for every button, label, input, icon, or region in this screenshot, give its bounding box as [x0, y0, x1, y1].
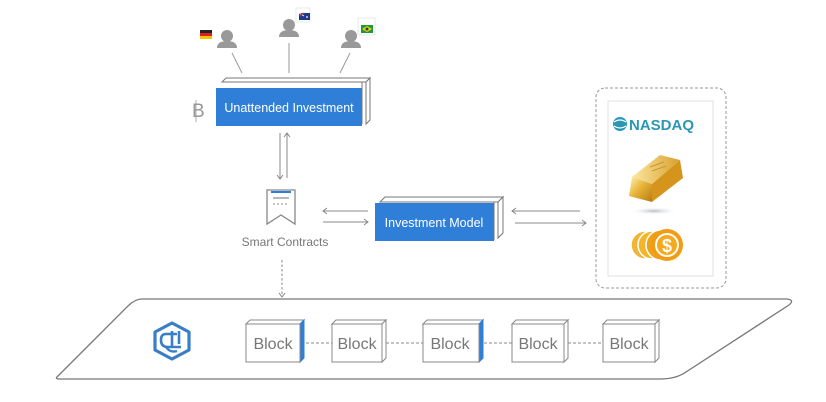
investment-model-label: Investment Model [385, 216, 484, 230]
chain-logo-icon [153, 321, 191, 361]
investor-australia [279, 7, 311, 37]
smart-contracts-label: Smart Contracts [242, 235, 329, 249]
person-icon [345, 30, 357, 42]
dollar-coins-icon: $ [630, 229, 683, 261]
smart-contracts-node[interactable]: Smart Contracts [242, 189, 329, 249]
person-icon [221, 30, 233, 42]
investor-germany [200, 30, 237, 48]
nasdaq-label: NASDAQ [629, 117, 694, 134]
unattended-investment-label: Unattended Investment [224, 101, 354, 115]
dollar-symbol: $ [662, 236, 672, 256]
flag-australia-icon [295, 7, 311, 23]
block-5[interactable]: Block [601, 318, 661, 364]
connector-line [231, 52, 243, 74]
flag-germany-icon [200, 30, 212, 39]
nasdaq-logo: NASDAQ [613, 117, 694, 134]
block-4[interactable]: Block [510, 318, 570, 364]
block-label: Block [253, 336, 293, 353]
block-1[interactable]: Block [244, 318, 306, 364]
block-chain: Block Block Block Block Block [244, 318, 661, 364]
person-body [341, 41, 361, 48]
block-label: Block [430, 336, 470, 353]
bidirectional-arrow-vertical [276, 132, 291, 180]
investment-model-box[interactable]: Investment Model [375, 195, 505, 241]
block-2[interactable]: Block [330, 318, 388, 364]
connector-line [339, 52, 351, 74]
person-body [279, 30, 299, 37]
block-label: Block [337, 336, 377, 353]
block-label: Block [609, 336, 649, 353]
assets-panel: NASDAQ $ [595, 87, 727, 289]
bidirectional-arrow-right [511, 207, 587, 227]
bidirectional-arrow-left [322, 207, 369, 226]
unattended-investment-box[interactable]: Unattended Investment [216, 76, 372, 126]
flag-brazil-icon [357, 17, 376, 36]
person-body [217, 41, 237, 48]
block-3[interactable]: Block [421, 318, 485, 364]
block-label: Block [518, 336, 558, 353]
bitcoin-icon: B [192, 101, 205, 122]
person-icon [283, 19, 295, 31]
contract-icon [266, 189, 296, 226]
gold-bar-icon [629, 155, 683, 215]
dotted-arrow-down [278, 260, 286, 298]
investor-brazil [341, 17, 376, 48]
